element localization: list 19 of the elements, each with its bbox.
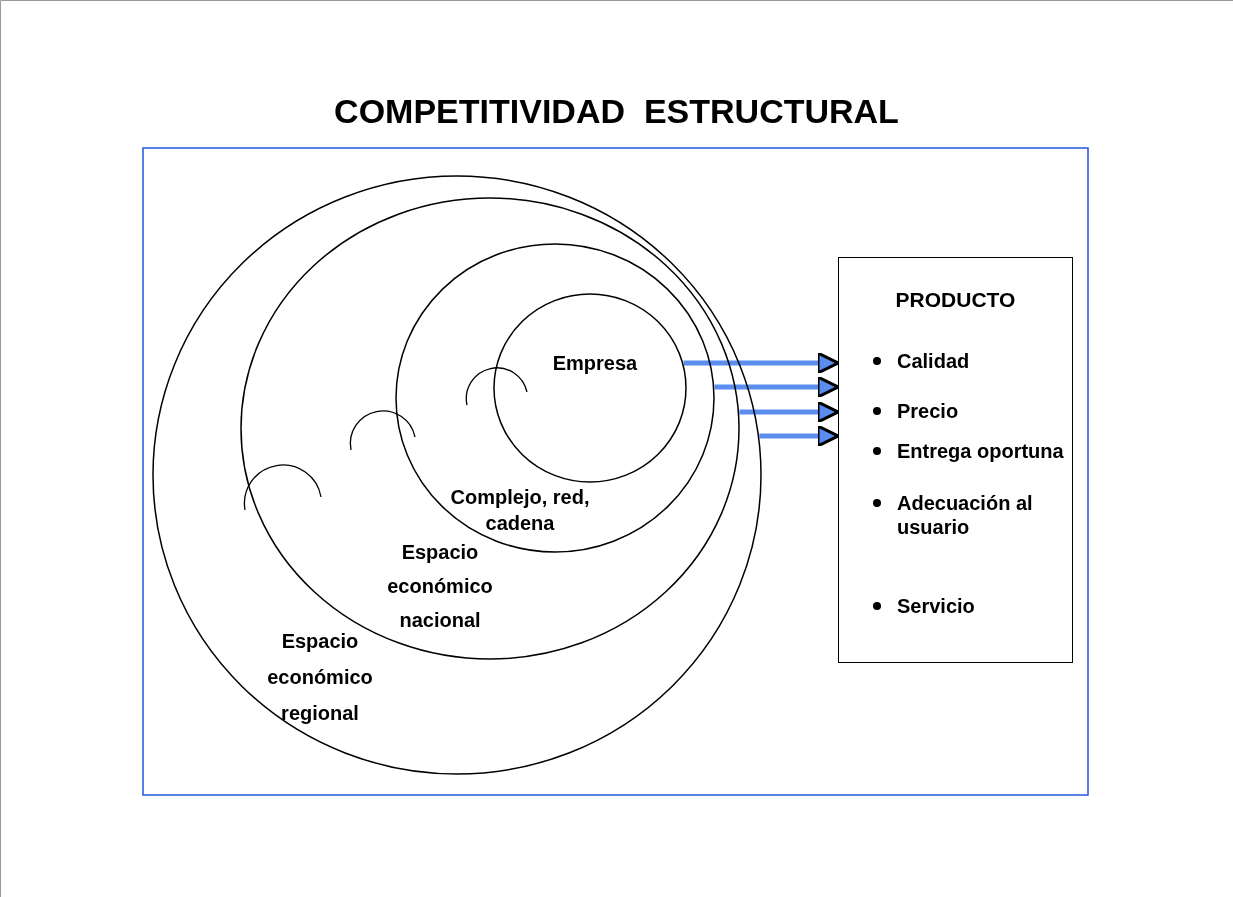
region-label: Complejo, red, cadena — [449, 485, 591, 536]
circle-region — [493, 293, 687, 483]
region-label: Empresa — [551, 351, 639, 375]
arrow — [683, 351, 840, 375]
circle-region — [152, 175, 762, 775]
list-item: Adecuación al usuario — [871, 491, 1067, 539]
arrow — [759, 424, 840, 448]
circle-region — [240, 197, 740, 660]
region-label: Espacio económico regional — [266, 629, 374, 726]
arrow — [714, 375, 840, 399]
product-box — [838, 257, 1073, 663]
list-item: Calidad — [871, 349, 1067, 373]
list-item: Precio — [871, 399, 1067, 423]
box-heading: PRODUCTO — [894, 288, 1017, 312]
arrow — [739, 400, 840, 424]
region-label: Espacio económico nacional — [386, 540, 494, 633]
title: COMPETITIVIDAD ESTRUCTURAL — [333, 92, 900, 131]
list-item: Servicio — [871, 594, 1067, 618]
list-item: Entrega oportuna — [871, 439, 1067, 463]
